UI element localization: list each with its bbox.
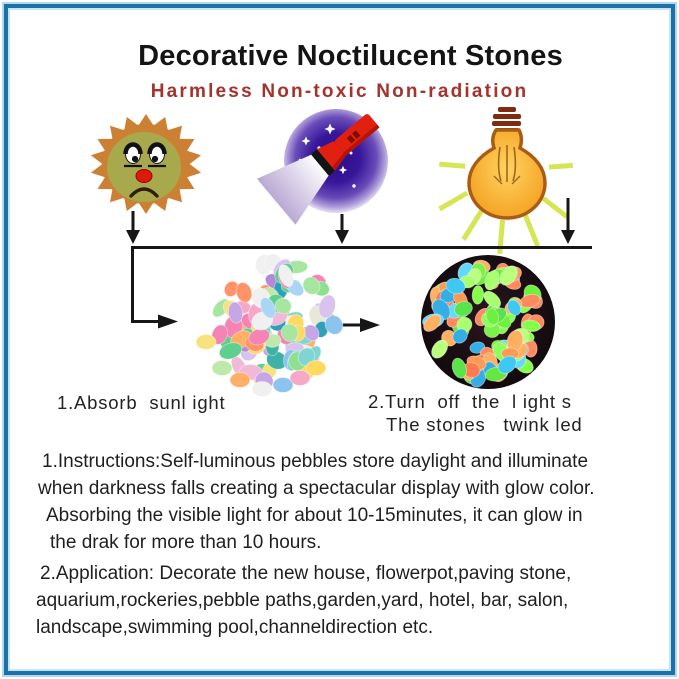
flow-arrows [126,198,592,332]
light-bulb-icon [438,107,573,254]
instructions-line: 1.Instructions:Self-luminous pebbles sto… [42,451,589,472]
application-paragraph: 2.Application: Decorate the new house, f… [36,560,571,641]
caption-turn-off-lights-line1: 2.Turn off the l ight s [368,391,572,412]
instructions-line: the drak for more than 10 hours. [50,532,322,553]
stones-daylight-photo [195,253,344,397]
caption-absorb-sunlight: 1.Absorb sunl ight [57,392,226,413]
instructions-paragraph: 1.Instructions:Self-luminous pebbles sto… [36,448,595,556]
stones-glow-photo [421,255,555,389]
caption-turn-off-lights-line2: The stones twink led [386,414,583,435]
page-subtitle: Harmless Non-toxic Non-radiation [150,81,529,102]
application-line: landscape,swimming pool,channeldirection… [36,617,434,638]
sad-sun-icon [90,114,202,214]
instructions-line: Absorbing the visible light for about 10… [46,505,583,526]
instructions-line: when darkness falls creating a spectacul… [38,478,595,499]
flashlight-night-icon [256,109,388,225]
page-title: Decorative Noctilucent Stones [138,40,563,72]
application-line: 2.Application: Decorate the new house, f… [40,563,572,584]
application-line: aquarium,rockeries,pebble paths,garden,y… [36,590,569,611]
